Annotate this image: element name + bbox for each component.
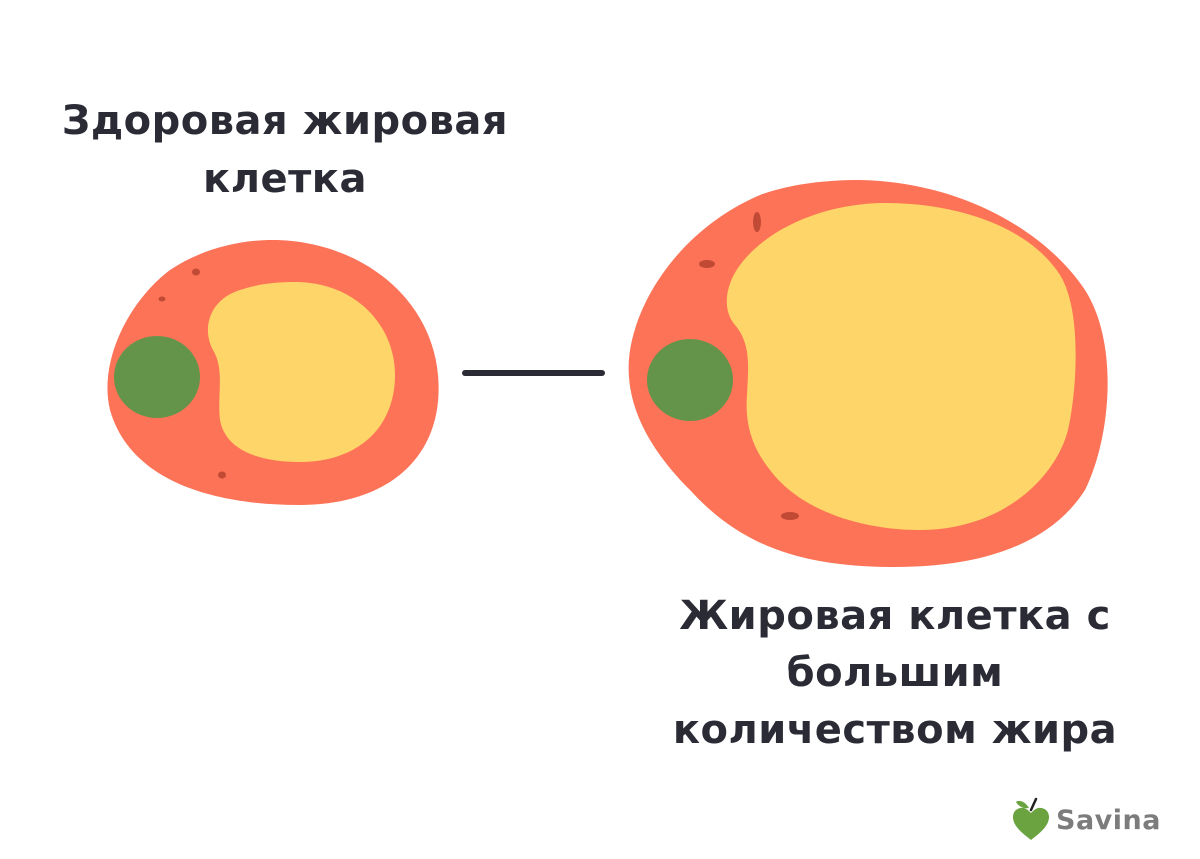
organelle <box>192 268 200 276</box>
large-fat-cell <box>628 180 1108 567</box>
logo-text: Savina <box>1056 804 1161 836</box>
fat-droplet <box>207 282 395 462</box>
nucleus <box>647 339 733 421</box>
organelle <box>699 260 715 268</box>
organelle <box>158 296 166 302</box>
organelle <box>218 471 226 479</box>
large-cell-label: Жировая клетка с большим количеством жир… <box>672 593 1118 753</box>
brand-logo: Savina <box>1012 796 1161 844</box>
organelle <box>753 212 761 232</box>
healthy-fat-cell <box>107 239 439 505</box>
healthy-cell-label: Здоровая жировая клетка <box>61 98 509 202</box>
nucleus <box>114 336 200 418</box>
apple-heart-icon <box>1012 796 1050 844</box>
fat-droplet <box>726 203 1076 530</box>
organelle <box>781 512 799 520</box>
